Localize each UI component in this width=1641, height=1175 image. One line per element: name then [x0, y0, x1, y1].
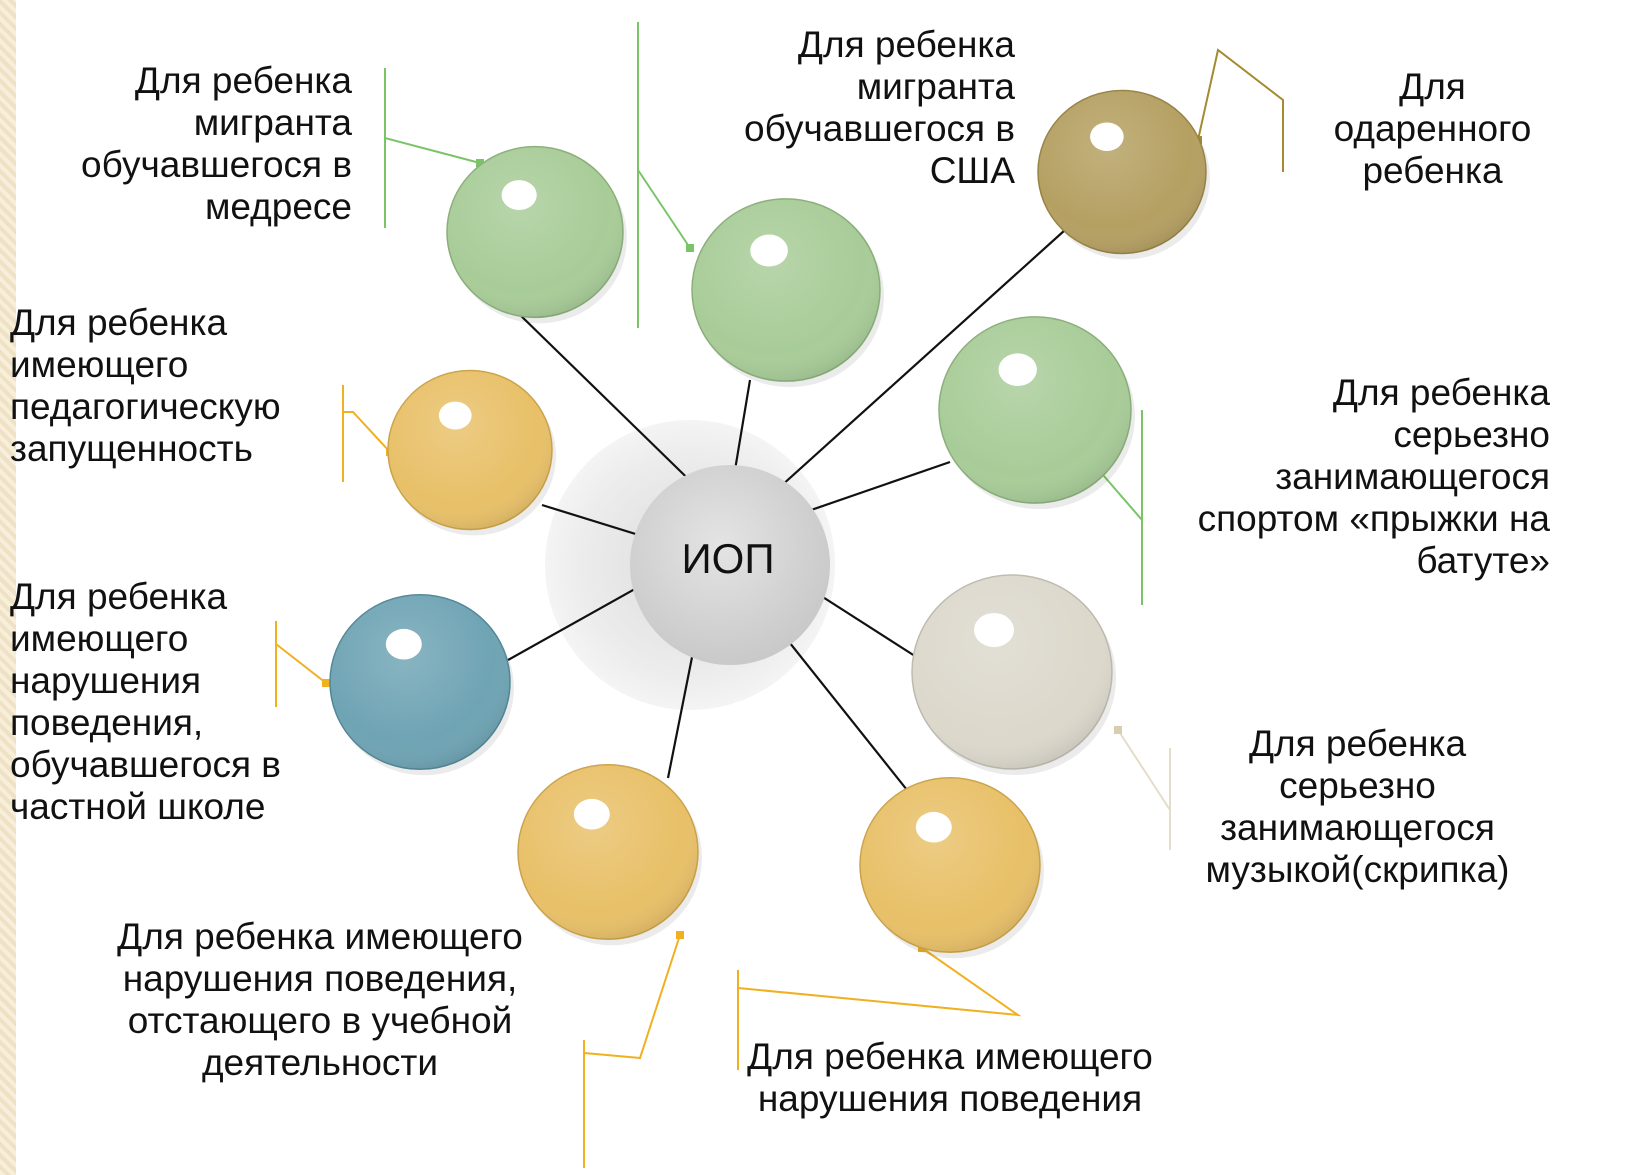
anchor-dot-usa	[686, 244, 694, 252]
label-behind: Для ребенка имеющего нарушения поведения…	[117, 916, 523, 1083]
anchor-dot-madrasa	[476, 159, 484, 167]
callout-neglect	[342, 385, 391, 482]
bubble-trampoline	[938, 316, 1135, 510]
bubble-behind	[517, 763, 702, 946]
bubble-behavior	[859, 776, 1044, 959]
anchor-dot-private-school	[322, 679, 330, 687]
highlight-private-school	[385, 628, 422, 660]
anchor-dot-violin	[1114, 726, 1122, 734]
highlight-trampoline	[998, 353, 1037, 386]
highlight-behavior	[915, 811, 952, 843]
callout-gifted	[1197, 48, 1284, 172]
callout-violin	[1117, 729, 1171, 850]
highlight-gifted	[1090, 122, 1124, 151]
connector-private-school	[507, 584, 643, 661]
connector-gifted	[759, 229, 1066, 506]
bubble-usa	[691, 198, 884, 388]
bubble-violin	[911, 574, 1116, 775]
anchor-dot-behind	[676, 931, 684, 939]
center-circle	[630, 465, 830, 665]
bubble-gifted	[1037, 89, 1210, 260]
highlight-violin	[974, 613, 1014, 647]
label-violin: Для ребенка серьезно занимающегося музык…	[1205, 723, 1510, 890]
label-private-school: Для ребенка имеющего нарушения поведения…	[10, 576, 281, 827]
highlight-usa	[750, 234, 788, 267]
highlight-madrasa	[501, 180, 537, 210]
highlight-behind	[573, 798, 610, 830]
callout-behavior	[737, 947, 1022, 1070]
callout-madrasa	[384, 68, 481, 228]
callout-behind	[583, 934, 681, 1168]
connector-madrasa	[514, 309, 716, 506]
label-usa: Для ребенка мигранта обучавшегося в США	[744, 24, 1015, 191]
label-madrasa: Для ребенка мигранта обучавшегося в медр…	[81, 60, 352, 227]
label-behavior: Для ребенка имеющего нарушения поведения	[747, 1036, 1153, 1119]
bubble-neglect	[387, 369, 556, 536]
center-label: ИОП	[681, 535, 775, 582]
highlight-neglect	[438, 401, 472, 430]
callout-usa	[637, 22, 691, 328]
label-neglect: Для ребенка имеющего педагогическую запу…	[10, 302, 281, 469]
callout-private-school	[275, 621, 327, 707]
label-trampoline: Для ребенка серьезно занимающегося спорт…	[1197, 372, 1550, 581]
side-decoration	[0, 0, 16, 1175]
label-gifted: Для одаренного ребенка	[1333, 66, 1532, 191]
bubble-private-school	[329, 593, 514, 776]
connector-usa	[733, 379, 752, 471]
bubble-madrasa	[446, 145, 627, 324]
connector-trampoline	[787, 460, 951, 520]
callout-trampoline	[1096, 410, 1143, 605]
